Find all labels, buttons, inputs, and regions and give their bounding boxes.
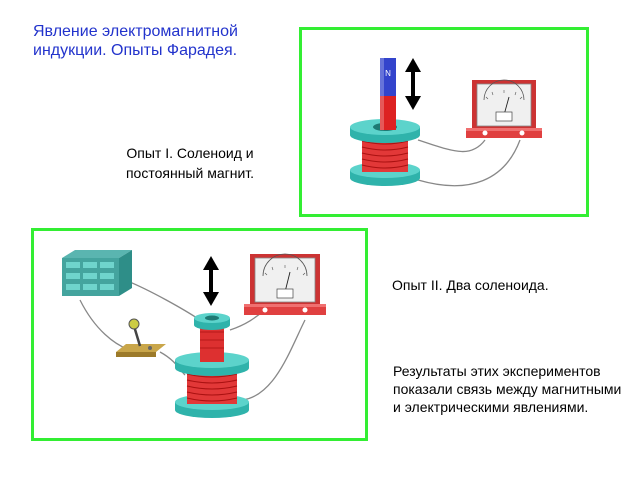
experiment-1-caption: Опыт I. Соленоид и постоянный магнит. bbox=[125, 145, 255, 181]
double-arrow-icon bbox=[405, 58, 421, 110]
experiment-2-frame bbox=[31, 228, 368, 441]
wire bbox=[79, 299, 131, 351]
solenoid-icon bbox=[175, 313, 249, 418]
wire bbox=[242, 319, 306, 401]
page-title: Явление электромагнитной индукции. Опыты… bbox=[33, 23, 238, 59]
battery-icon bbox=[62, 250, 132, 296]
galvanometer-icon bbox=[466, 79, 542, 138]
switch-icon bbox=[116, 318, 166, 357]
magnet-north-label: N bbox=[385, 69, 391, 78]
conclusion-text: Результаты этих экспериментов показали с… bbox=[393, 363, 622, 415]
galvanometer-icon bbox=[244, 253, 326, 315]
magnet-icon: N bbox=[380, 58, 396, 130]
wire bbox=[417, 139, 521, 187]
experiment-2-caption: Опыт II. Два соленоида. bbox=[392, 277, 549, 293]
double-arrow-icon bbox=[203, 256, 219, 306]
wire bbox=[417, 139, 486, 153]
wire bbox=[124, 279, 201, 321]
solenoid-icon bbox=[350, 119, 420, 186]
experiment-1-frame bbox=[299, 27, 589, 217]
